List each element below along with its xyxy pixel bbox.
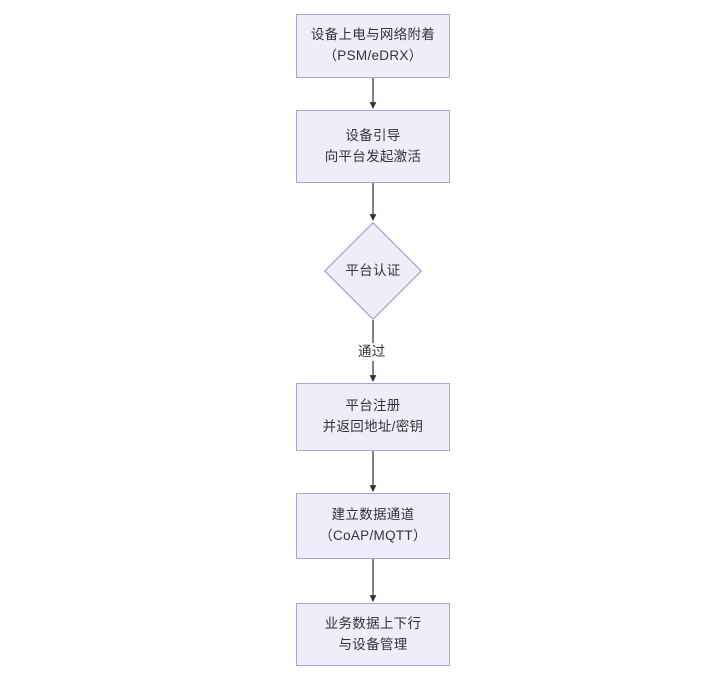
node-label-line: 向平台发起激活 [324, 148, 422, 164]
node-label-line: （CoAP/MQTT） [319, 528, 427, 543]
node-label-line: 与设备管理 [338, 636, 408, 652]
node-label-line: 并返回地址/密钥 [322, 419, 424, 434]
edge-label-pass: 通过 [355, 343, 389, 362]
node-label-line: 设备上电与网络附着 [310, 27, 436, 43]
node-platform-auth-decision[interactable]: 平台认证 [324, 222, 422, 320]
diamond-shape [324, 222, 422, 320]
node-label-line: （PSM/eDRX） [323, 48, 423, 63]
node-establish-data-channel[interactable]: 建立数据通道 （CoAP/MQTT） [296, 493, 450, 559]
node-device-bootstrap[interactable]: 设备引导 向平台发起激活 [296, 110, 450, 183]
node-platform-register[interactable]: 平台注册 并返回地址/密钥 [296, 383, 450, 451]
node-label-line: 建立数据通道 [331, 507, 415, 523]
node-label-line: 设备引导 [345, 127, 401, 143]
node-business-data-and-device-management[interactable]: 业务数据上下行 与设备管理 [296, 603, 450, 666]
node-device-power-on[interactable]: 设备上电与网络附着 （PSM/eDRX） [296, 14, 450, 78]
node-label-line: 业务数据上下行 [324, 615, 422, 631]
node-label-line: 平台注册 [345, 398, 401, 414]
node-label-line: 平台认证 [345, 262, 401, 278]
